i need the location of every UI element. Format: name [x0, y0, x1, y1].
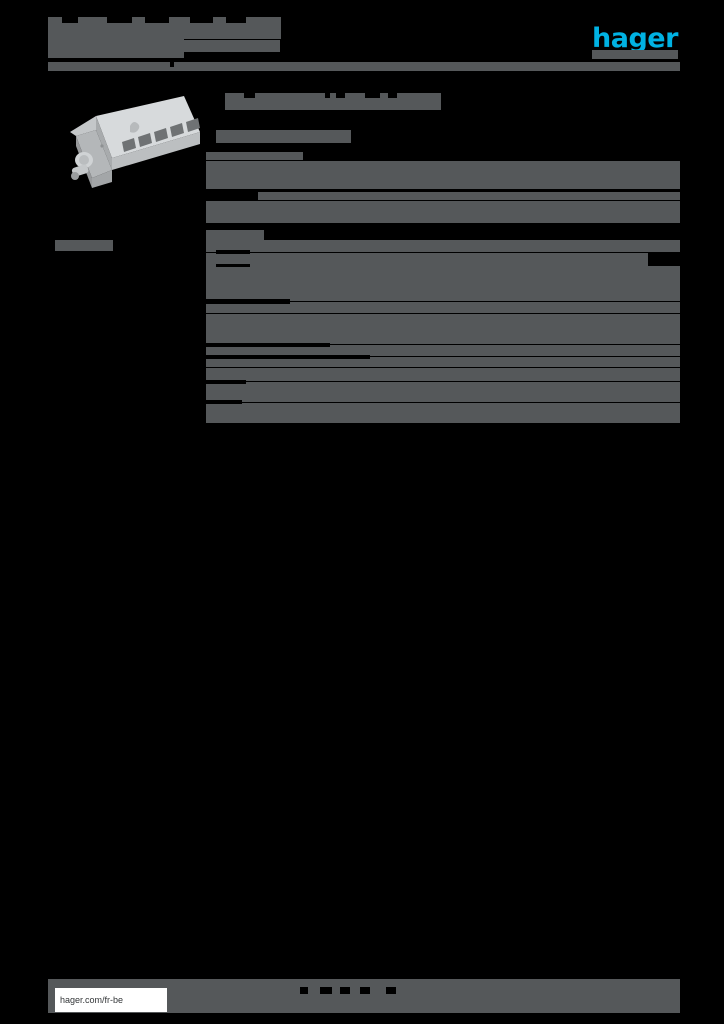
- row-indent-gap: [206, 299, 290, 304]
- heading-gap-3: [336, 93, 345, 98]
- sidebar-label-accessories: [55, 240, 113, 251]
- table-row: [206, 161, 680, 189]
- table-row: [206, 403, 680, 423]
- footer-center-text: [292, 987, 448, 1005]
- table-row: [206, 192, 680, 200]
- table-row: [206, 314, 680, 344]
- footer-website-link[interactable]: hager.com/fr-be: [55, 988, 167, 1012]
- row-indent-gap: [206, 400, 242, 404]
- footer-center-gap-4: [360, 987, 370, 994]
- heading-gap-2: [325, 93, 330, 98]
- table-row: [206, 253, 648, 266]
- product-reference-subheading: [216, 130, 351, 143]
- heading-gap-1: [244, 93, 255, 98]
- header-divider-rule: [48, 62, 680, 71]
- section-label-general: [206, 152, 303, 160]
- heading-gap-4: [365, 93, 380, 98]
- table-row: [206, 302, 680, 313]
- table-row: [206, 368, 680, 381]
- section-label-technical: [206, 230, 264, 240]
- document-title-line-2: [48, 39, 184, 58]
- product-photo: [58, 88, 206, 208]
- title-notch-1: [62, 17, 78, 23]
- table-row: [206, 382, 680, 402]
- row-indent-gap: [216, 250, 250, 254]
- footer-website-url: hager.com/fr-be: [60, 995, 124, 1005]
- table-row: [206, 345, 680, 356]
- table-row: [206, 201, 680, 223]
- row-indent-gap: [206, 355, 370, 359]
- product-heading: [225, 93, 441, 110]
- footer-center-gap-5: [386, 987, 396, 994]
- table-row: [206, 357, 680, 367]
- row-indent-gap: [206, 192, 258, 200]
- hager-logo[interactable]: hager: [592, 23, 678, 54]
- title-notch-3: [145, 17, 169, 23]
- table-row: [206, 266, 680, 279]
- row-indent-gap: [206, 380, 246, 384]
- title-notch-2: [107, 17, 132, 23]
- footer-page-number: [625, 984, 673, 1006]
- table-row: [206, 240, 680, 252]
- title-notch-5: [226, 17, 246, 23]
- footer-center-gap-3: [340, 987, 350, 994]
- brand-tagline: [592, 50, 678, 59]
- footer-center-gap-1: [300, 987, 308, 994]
- header-rule-gap: [170, 62, 174, 67]
- table-row: [206, 279, 680, 301]
- footer-center-gap-2: [320, 987, 332, 994]
- row-indent-gap: [216, 264, 250, 267]
- title-notch-4: [190, 17, 213, 23]
- document-title-line-1: [48, 17, 281, 39]
- row-indent-gap: [206, 343, 330, 347]
- document-title-line-2b: [176, 40, 280, 52]
- heading-gap-5: [388, 93, 397, 98]
